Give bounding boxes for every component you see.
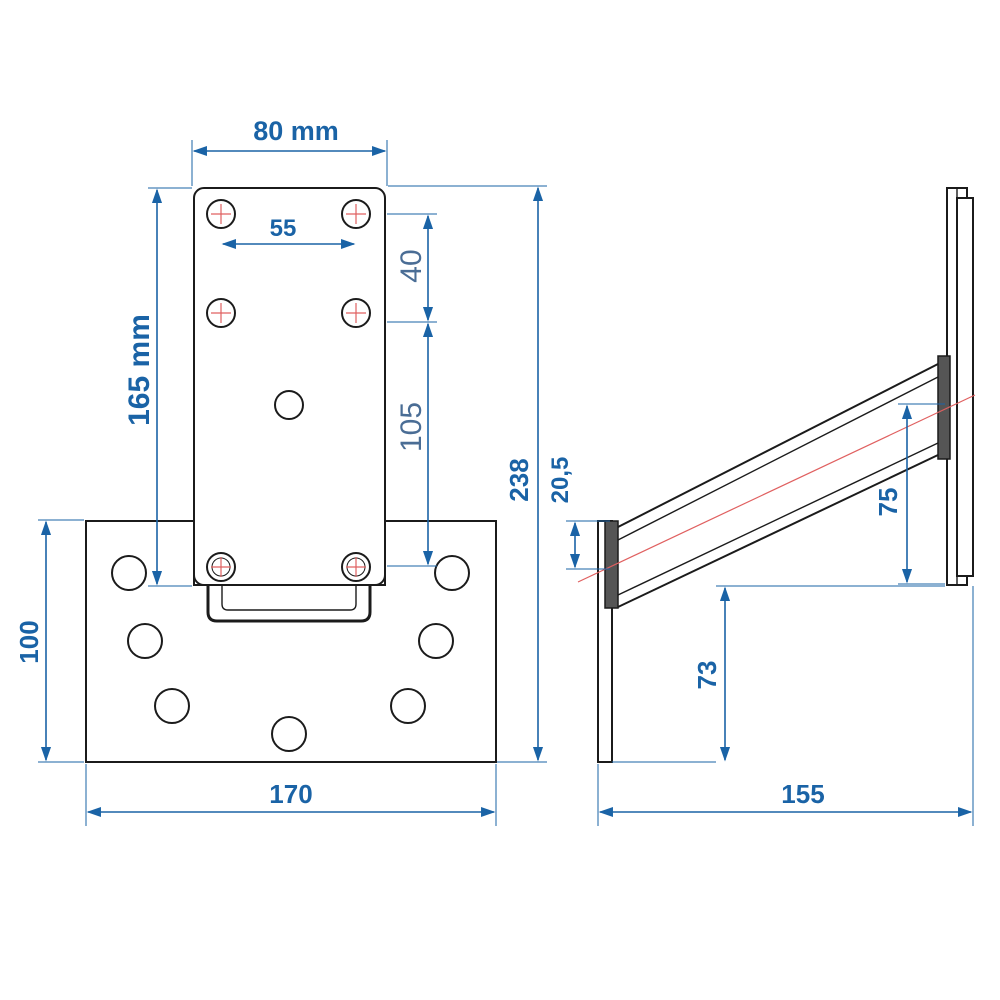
dim-hole-spacing-h: 55 xyxy=(270,215,297,242)
dim-arm-rise: 75 xyxy=(873,488,903,517)
u-bracket xyxy=(206,580,372,623)
mounting-plate xyxy=(193,187,386,586)
side-dimensions: 20,5 75 73 155 xyxy=(547,403,974,826)
dim-hole-spacing-v1: 40 xyxy=(395,249,428,282)
dim-hole-spacing-v2: 105 xyxy=(395,402,428,452)
side-view xyxy=(577,187,976,763)
dim-base-width: 170 xyxy=(269,779,312,809)
hole xyxy=(418,623,454,659)
hole xyxy=(274,390,304,420)
u-bracket-inner xyxy=(221,580,357,611)
base-plate-holes xyxy=(111,555,470,752)
dim-arm-lower: 73 xyxy=(692,661,722,690)
dim-top-width: 80 mm xyxy=(253,116,339,146)
hole xyxy=(434,555,470,591)
side-arm xyxy=(577,363,976,608)
dim-base-height: 100 xyxy=(14,620,44,663)
front-dimensions: 80 mm 55 165 mm 40 105 100 170 238 xyxy=(14,116,547,826)
dim-side-width: 155 xyxy=(781,779,824,809)
hole xyxy=(390,688,426,724)
dim-total-height: 238 xyxy=(504,458,534,501)
front-view xyxy=(85,187,497,763)
hole xyxy=(271,716,307,752)
hole xyxy=(127,623,163,659)
side-clamp-left xyxy=(604,520,619,609)
hole xyxy=(154,688,190,724)
dim-offset: 20,5 xyxy=(547,457,574,504)
dim-plate-height: 165 mm xyxy=(123,314,156,426)
mounting-plate-holes xyxy=(206,199,371,582)
hole xyxy=(111,555,147,591)
side-clamp-right xyxy=(937,355,951,460)
